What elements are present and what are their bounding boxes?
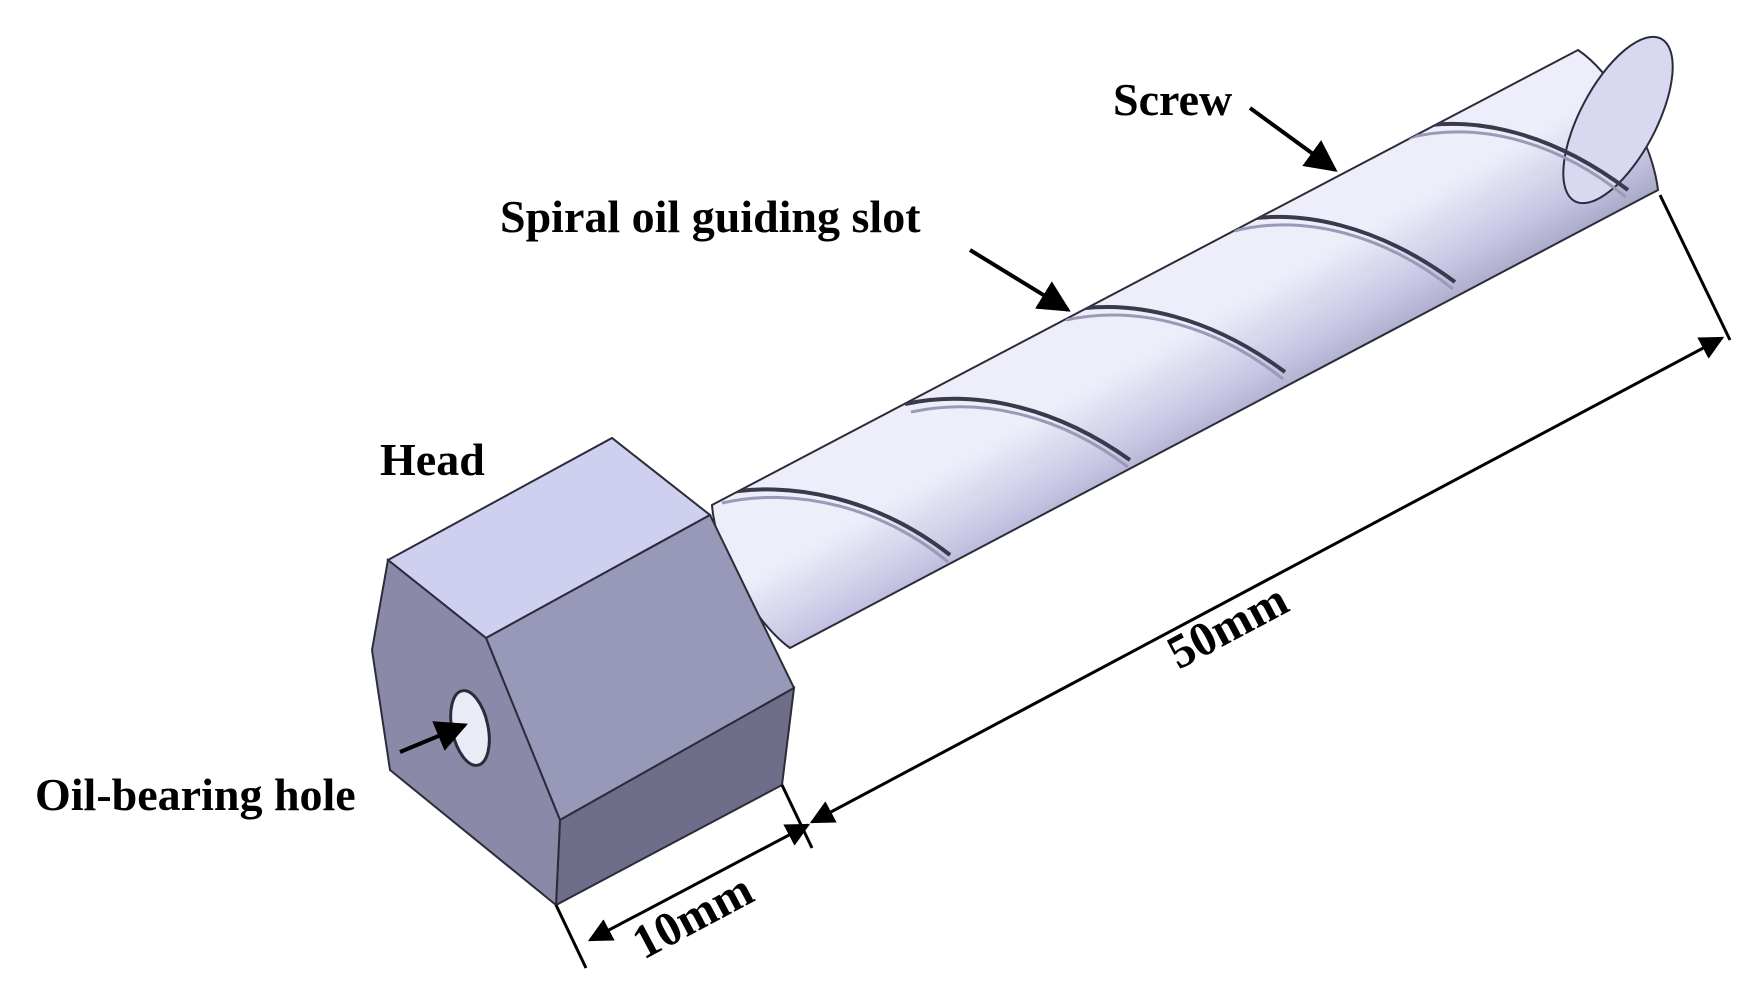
ext-line-head-left [554, 904, 588, 969]
ext-line-screw-end [1658, 194, 1732, 341]
label-dim-10mm: 10mm [624, 863, 762, 970]
dim-50mm [809, 336, 1725, 824]
label-oil-hole: Oil-bearing hole [35, 769, 356, 820]
dimension-lines [554, 194, 1732, 969]
spiral-slot-5-inner [1407, 130, 1627, 199]
label-head: Head [380, 434, 485, 485]
screw-arrow [1248, 106, 1338, 172]
ext-line-head-right [780, 784, 814, 849]
slot-arrow [968, 248, 1071, 312]
hole-arrow [399, 721, 468, 754]
label-screw: Screw [1113, 74, 1232, 125]
leader-arrows [399, 106, 1338, 754]
label-dim-50mm: 50mm [1159, 573, 1297, 680]
label-spiral-slot: Spiral oil guiding slot [500, 191, 921, 242]
shaft-end-cap [1562, 35, 1674, 205]
dim-10mm [587, 823, 811, 942]
spiral-slot-4-inner [1233, 223, 1454, 291]
